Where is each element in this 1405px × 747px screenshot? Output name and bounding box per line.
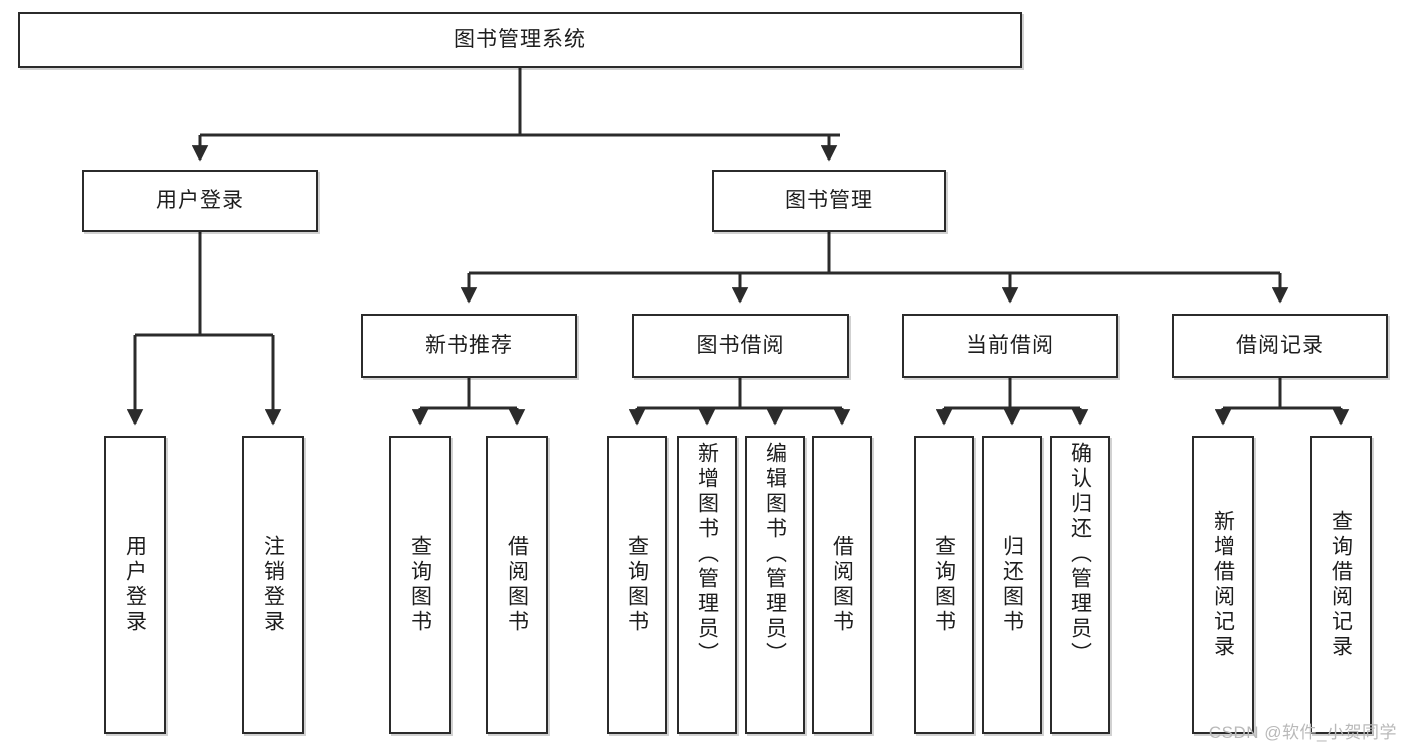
leaf-add-borrow-record[interactable]: 新增借阅记录 [1192, 436, 1254, 734]
node-new-book-recommend-label: 新书推荐 [425, 334, 513, 358]
leaf-query-book-recommend[interactable]: 查询图书 [389, 436, 451, 734]
leaf-borrow-book-recommend[interactable]: 借阅图书 [486, 436, 548, 734]
leaf-confirm-return-admin[interactable]: 确认归还（管理员） [1050, 436, 1110, 734]
leaf-confirm-return-admin-label: 确认归还（管理员） [1068, 442, 1092, 667]
node-book-borrow[interactable]: 图书借阅 [632, 314, 849, 378]
node-book-management-label: 图书管理 [785, 189, 873, 213]
leaf-query-book-current-label: 查询图书 [932, 535, 956, 635]
leaf-query-borrow-record-label: 查询借阅记录 [1329, 510, 1353, 660]
leaf-user-login[interactable]: 用户登录 [104, 436, 166, 734]
leaf-borrow-book-label: 借阅图书 [830, 535, 854, 635]
node-user-login[interactable]: 用户登录 [82, 170, 318, 232]
leaf-borrow-book[interactable]: 借阅图书 [812, 436, 872, 734]
leaf-add-borrow-record-label: 新增借阅记录 [1211, 510, 1235, 660]
leaf-logout[interactable]: 注销登录 [242, 436, 304, 734]
leaf-add-book-admin[interactable]: 新增图书（管理员） [677, 436, 737, 734]
node-current-borrow-label: 当前借阅 [966, 334, 1054, 358]
leaf-user-login-label: 用户登录 [123, 535, 147, 635]
node-borrow-record-label: 借阅记录 [1236, 334, 1324, 358]
node-current-borrow[interactable]: 当前借阅 [902, 314, 1118, 378]
leaf-query-book-borrow[interactable]: 查询图书 [607, 436, 667, 734]
leaf-query-book-current[interactable]: 查询图书 [914, 436, 974, 734]
leaf-query-borrow-record[interactable]: 查询借阅记录 [1310, 436, 1372, 734]
leaf-add-book-admin-label: 新增图书（管理员） [695, 442, 719, 667]
node-root[interactable]: 图书管理系统 [18, 12, 1022, 68]
leaf-query-book-recommend-label: 查询图书 [408, 535, 432, 635]
node-root-label: 图书管理系统 [454, 28, 586, 52]
node-book-borrow-label: 图书借阅 [696, 334, 785, 358]
leaf-query-book-borrow-label: 查询图书 [625, 535, 649, 635]
leaf-edit-book-admin[interactable]: 编辑图书（管理员） [745, 436, 805, 734]
leaf-logout-label: 注销登录 [261, 535, 285, 635]
leaf-return-book-label: 归还图书 [1000, 535, 1024, 635]
leaf-borrow-book-recommend-label: 借阅图书 [505, 535, 529, 635]
node-borrow-record[interactable]: 借阅记录 [1172, 314, 1388, 378]
node-user-login-label: 用户登录 [156, 189, 244, 213]
node-new-book-recommend[interactable]: 新书推荐 [361, 314, 577, 378]
watermark: CSDN @软件_小贺同学 [1208, 723, 1397, 742]
node-book-management[interactable]: 图书管理 [712, 170, 946, 232]
leaf-return-book[interactable]: 归还图书 [982, 436, 1042, 734]
leaf-edit-book-admin-label: 编辑图书（管理员） [763, 442, 787, 667]
